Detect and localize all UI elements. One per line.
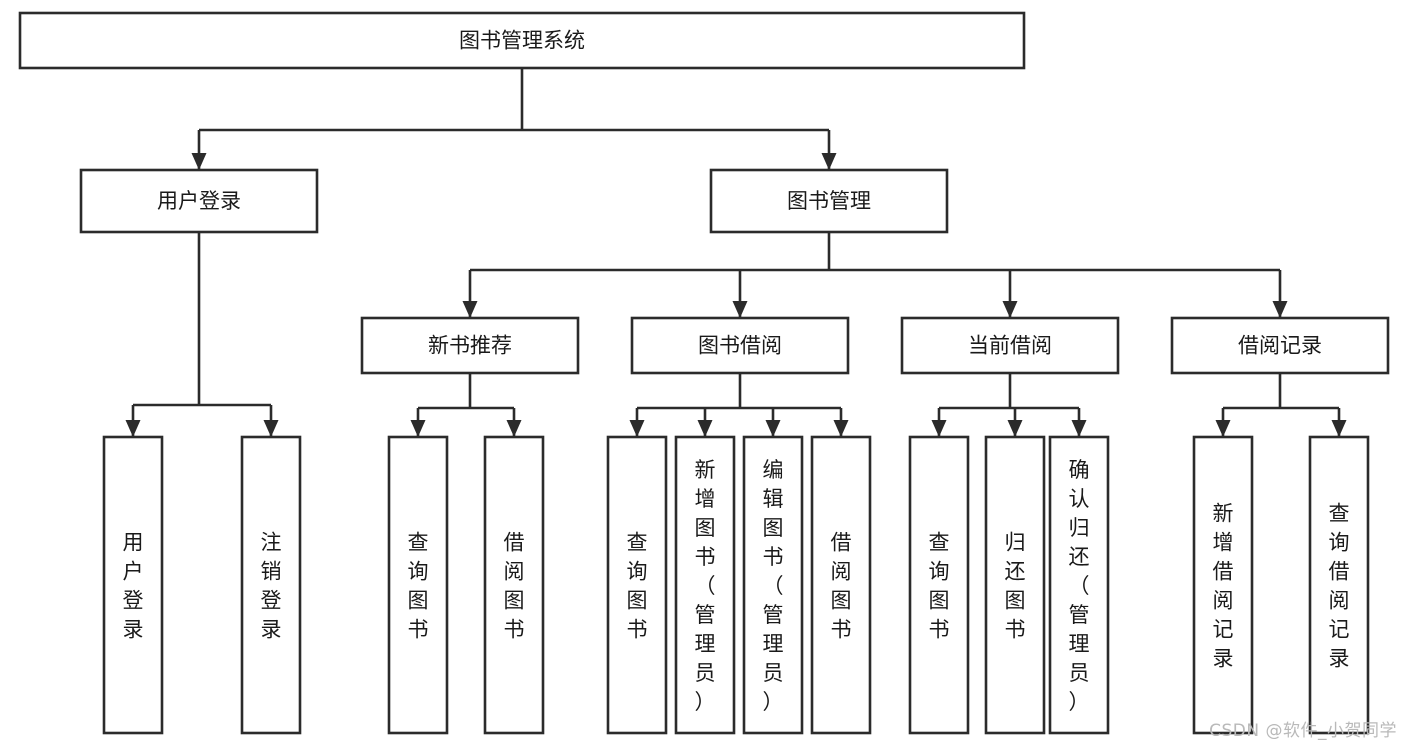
node-leaf-borrow-book-2[interactable]: 借阅图书 <box>810 435 872 735</box>
node-box <box>810 435 872 735</box>
node-label: 用户登录 <box>123 531 144 642</box>
arrow-head <box>1002 301 1018 318</box>
node-box <box>674 435 736 735</box>
node-box <box>1308 435 1370 735</box>
arrow-head <box>931 420 947 437</box>
node-user-login[interactable]: 用户登录 <box>79 168 319 234</box>
arrow-head <box>191 153 207 170</box>
node-box <box>984 435 1046 735</box>
node-root-root[interactable]: 图书管理系统 <box>18 11 1026 70</box>
node-box <box>360 316 580 375</box>
node-book-borrow[interactable]: 图书借阅 <box>630 316 850 375</box>
node-borrow-record[interactable]: 借阅记录 <box>1170 316 1390 375</box>
node-box <box>483 435 545 735</box>
arrow-head <box>697 420 713 437</box>
node-leaf-borrow-book-1[interactable]: 借阅图书 <box>483 435 545 735</box>
node-leaf-return-book[interactable]: 归还图书 <box>984 435 1046 735</box>
node-leaf-add-record[interactable]: 新增借阅记录 <box>1192 435 1254 735</box>
node-box <box>387 435 449 735</box>
arrow-head <box>629 420 645 437</box>
node-label: 用户登录 <box>157 189 241 213</box>
arrow-head <box>506 420 522 437</box>
node-label: 确认归还（管理员） <box>1069 458 1090 714</box>
node-book-manage[interactable]: 图书管理 <box>709 168 949 234</box>
node-box <box>606 435 668 735</box>
arrow-head <box>765 420 781 437</box>
node-label: 图书借阅 <box>698 334 782 358</box>
node-leaf-user-login[interactable]: 用户登录 <box>102 435 164 735</box>
arrow-head <box>732 301 748 318</box>
arrow-head <box>1071 420 1087 437</box>
node-label: 注销登录 <box>261 531 282 642</box>
node-label: 新增借阅记录 <box>1213 502 1234 671</box>
node-box <box>908 435 970 735</box>
arrow-head <box>263 420 279 437</box>
watermark-text: CSDN @软件_小贺同学 <box>1209 721 1397 741</box>
arrow-head <box>462 301 478 318</box>
arrow-head <box>1215 420 1231 437</box>
node-box <box>900 316 1120 375</box>
arrow-head <box>821 153 837 170</box>
arrow-head <box>1007 420 1023 437</box>
arrow-head <box>410 420 426 437</box>
node-label: 图书管理系统 <box>459 29 585 53</box>
node-box <box>102 435 164 735</box>
node-label: 图书管理 <box>787 189 871 213</box>
node-box <box>1170 316 1390 375</box>
node-box <box>240 435 302 735</box>
node-box <box>709 168 949 234</box>
node-leaf-add-book[interactable]: 新增图书（管理员） <box>674 435 736 735</box>
node-leaf-query-book-2[interactable]: 查询图书 <box>606 435 668 735</box>
arrow-head <box>833 420 849 437</box>
connectors-layer <box>125 68 1347 437</box>
node-label: 编辑图书（管理员） <box>763 458 784 714</box>
node-label: 新书推荐 <box>428 334 512 358</box>
node-new-book-recommend[interactable]: 新书推荐 <box>360 316 580 375</box>
node-box <box>1192 435 1254 735</box>
node-leaf-query-book-3[interactable]: 查询图书 <box>908 435 970 735</box>
node-label: 查询图书 <box>627 531 648 642</box>
node-box <box>1048 435 1110 735</box>
node-label: 查询图书 <box>408 531 429 642</box>
node-label: 当前借阅 <box>968 334 1052 358</box>
node-box <box>18 11 1026 70</box>
node-box <box>79 168 319 234</box>
arrow-head <box>125 420 141 437</box>
node-label: 借阅图书 <box>504 531 525 642</box>
node-label: 归还图书 <box>1005 531 1026 642</box>
node-leaf-query-record[interactable]: 查询借阅记录 <box>1308 435 1370 735</box>
node-box <box>630 316 850 375</box>
arrow-head <box>1331 420 1347 437</box>
node-box <box>742 435 804 735</box>
node-leaf-query-book-1[interactable]: 查询图书 <box>387 435 449 735</box>
node-label: 查询图书 <box>929 531 950 642</box>
nodes-layer: 图书管理系统用户登录图书管理新书推荐图书借阅当前借阅借阅记录用户登录注销登录查询… <box>18 11 1390 735</box>
node-leaf-edit-book[interactable]: 编辑图书（管理员） <box>742 435 804 735</box>
node-leaf-user-logout[interactable]: 注销登录 <box>240 435 302 735</box>
node-label: 借阅图书 <box>831 531 852 642</box>
node-label: 新增图书（管理员） <box>695 458 716 714</box>
node-label: 查询借阅记录 <box>1329 502 1350 671</box>
node-current-borrow[interactable]: 当前借阅 <box>900 316 1120 375</box>
node-leaf-confirm-return[interactable]: 确认归还（管理员） <box>1048 435 1110 735</box>
arrow-head <box>1272 301 1288 318</box>
node-label: 借阅记录 <box>1238 334 1322 358</box>
